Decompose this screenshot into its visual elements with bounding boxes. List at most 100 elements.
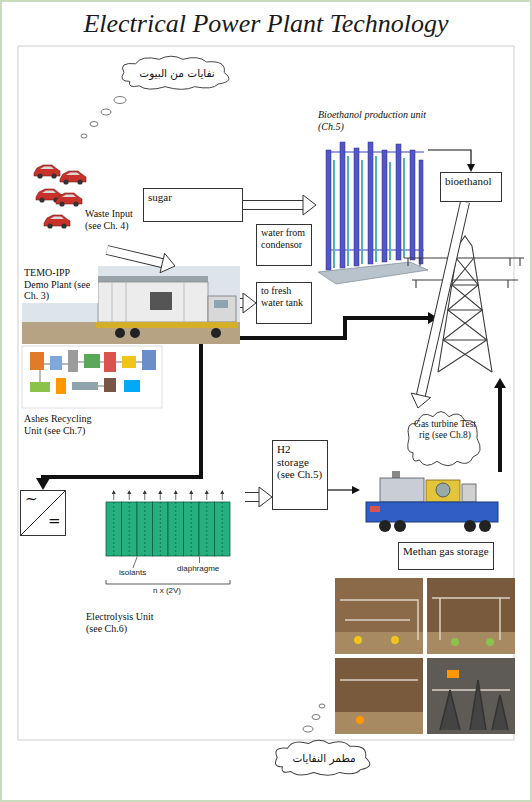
waste-cars: [44, 215, 70, 229]
landfill-pictures: [440, 680, 508, 730]
power-cable: [494, 378, 506, 388]
connector-line: [428, 150, 471, 164]
unit-caption: Waste Input (see Ch. 4): [85, 208, 141, 231]
arrow-body: [243, 201, 303, 209]
gas-turbine-truck: [426, 480, 460, 502]
inverter-sign: ~: [25, 491, 38, 508]
arrow-outline: [243, 200, 303, 210]
plant-photo: [126, 282, 127, 322]
thought-bubbles: [90, 122, 98, 127]
thought-bubbles: [101, 109, 111, 115]
waste-source: Waste Input (see Ch. 4): [30, 158, 142, 250]
unit-caption: TEMO-IPP Demo Plant (see Ch. 3): [22, 266, 98, 303]
bioethanol-plant-drawing: [419, 160, 423, 264]
arrow-head: [36, 478, 50, 490]
inverter-diagonal: [21, 491, 65, 535]
arrow-body: [107, 250, 162, 263]
recycling-schematic: [124, 380, 140, 392]
box-text: to fresh water tank: [261, 285, 307, 308]
plant-photo: [150, 292, 172, 310]
electrolysis-cells: [114, 502, 223, 556]
recycling-schematic: [122, 356, 136, 368]
landfill-pictures: [356, 716, 364, 724]
landfill-pictures: [451, 638, 459, 646]
pipe-arrow: [428, 150, 475, 172]
waste-cars: [34, 165, 86, 229]
gas-turbine-truck: [464, 520, 476, 532]
plant-photo: [112, 282, 113, 322]
electrolysis-cells: [106, 580, 230, 584]
plant-photo: [98, 276, 208, 282]
gas-turbine-truck: [380, 478, 424, 502]
box-text: sugar: [148, 191, 238, 204]
inverter-symbol: ~=: [20, 490, 66, 536]
landfill-pictures: [427, 658, 515, 734]
bioethanol-plant-drawing: [410, 150, 415, 260]
landfill-pictures: [335, 712, 423, 734]
landfill-pictures: [335, 658, 423, 734]
power-tower: [443, 285, 487, 340]
plant-photo: [184, 282, 185, 322]
figure-frame: [18, 46, 514, 740]
cloud-outline: [275, 740, 369, 775]
plant-photo: [96, 322, 238, 328]
plant-photo: [22, 266, 240, 344]
thought-bubbles: [303, 726, 313, 732]
arrow-head: [411, 393, 430, 408]
plant-photo: TEMO-IPP Demo Plant (see Ch. 3): [22, 266, 240, 344]
cloud-outline: [122, 56, 229, 89]
thought-cloud: نفايات من البيوت: [118, 54, 236, 92]
thought-bubbles: [319, 704, 325, 708]
arrow-body: [421, 202, 465, 395]
bioethanol-plant-drawing: [389, 162, 391, 260]
electrolysis-cells: [106, 490, 230, 584]
bioethanol-plant-drawing: [333, 160, 335, 268]
waste-cars: [60, 171, 86, 185]
flow-arrow: [240, 293, 256, 313]
landfill-pictures: [340, 598, 510, 690]
landfill-pictures: [447, 670, 459, 678]
landfill-pictures: [391, 636, 399, 644]
part-label: isolants: [118, 569, 147, 578]
flow-arrow: [245, 487, 272, 507]
box-text: Methan gas storage: [403, 545, 489, 558]
recycling-schematic: [84, 354, 100, 368]
water-box: water from condensor: [256, 224, 312, 266]
gas-turbine-truck: [366, 502, 498, 522]
bioethanol-plant-drawing: [326, 150, 331, 270]
recycling-schematic: [30, 352, 44, 370]
thought-bubbles: [81, 134, 87, 138]
unit-caption: Electrolysis Unit (see Ch.6): [84, 610, 158, 635]
arrow-outline: [107, 250, 162, 263]
recycling-schematic: [56, 378, 66, 394]
landfill-pictures: [486, 638, 494, 646]
box-text: water from condensor: [261, 227, 307, 250]
power-tower: [408, 258, 520, 288]
flow-arrow: [411, 202, 465, 408]
bioethanol-plant-drawing: [396, 144, 401, 260]
gas-turbine-truck: [436, 483, 450, 497]
arrow-body: [245, 493, 259, 501]
storage-box: H2 storage (see Ch.5): [272, 440, 328, 510]
plant-photo: [98, 282, 208, 322]
recycling-schematic: [40, 362, 142, 386]
gas-turbine-truck: [394, 520, 406, 532]
plant-photo: [115, 328, 125, 338]
arrow-head: [352, 486, 360, 494]
storage-box: Methan gas storage: [398, 542, 494, 570]
plant-photo: [130, 328, 140, 338]
bioethanol-plant-drawing: [347, 156, 349, 266]
thought-cloud: مطمر النفايات: [272, 738, 376, 778]
input-box: sugar: [143, 188, 243, 222]
bioethanol-plant-drawing: [340, 142, 345, 268]
landfill-pictures: [335, 632, 423, 654]
arrow-outline: [245, 492, 259, 502]
arrow-head: [259, 487, 272, 507]
gas-turbine-truck: [366, 471, 498, 532]
arrow-head: [243, 293, 256, 313]
plant-photo: [208, 296, 236, 322]
recycling-schematic: [50, 356, 62, 370]
cloud-text: Gas turbine Test rig (see Ch.8): [413, 419, 477, 441]
diagram-title: Electrical Power Plant Technology: [0, 8, 532, 39]
flow-arrow: [243, 195, 316, 215]
